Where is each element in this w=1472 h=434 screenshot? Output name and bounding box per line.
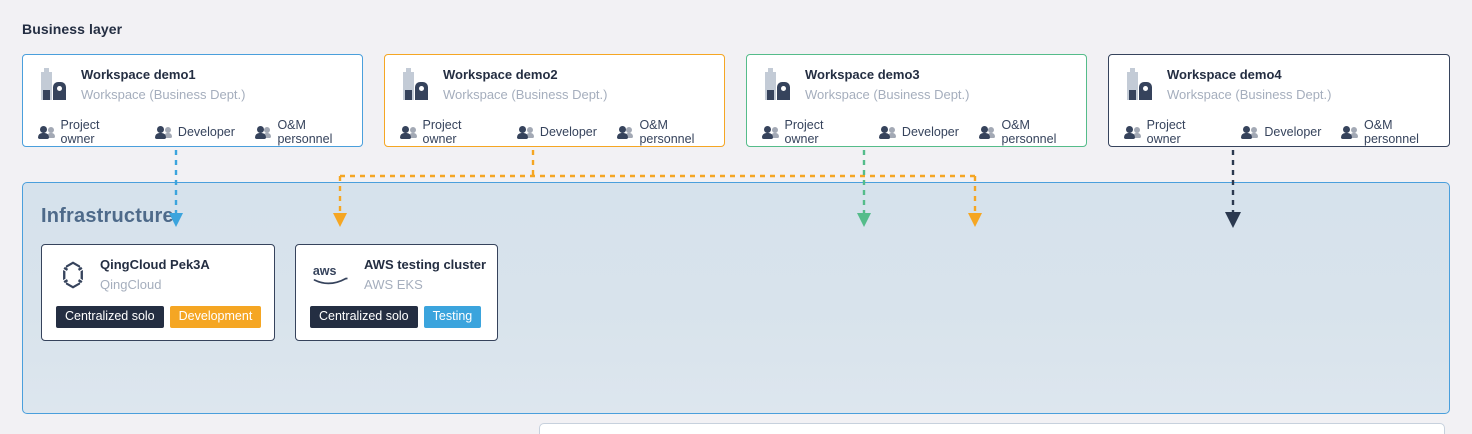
role-label: Developer <box>1264 125 1322 139</box>
people-icon <box>616 125 634 139</box>
workspace-building-icon <box>763 68 791 102</box>
workspace-subtitle: Workspace (Business Dept.) <box>443 87 608 102</box>
role-label: Project owner <box>1146 118 1186 146</box>
cluster-subtitle: QingCloud <box>100 277 162 292</box>
workspace-name: Workspace demo3 <box>805 67 920 82</box>
role-developer: Developer <box>516 125 597 139</box>
tag-development: Development <box>169 306 262 328</box>
role-label: Developer <box>177 125 235 139</box>
role-label: Project owner <box>60 118 100 146</box>
workspace-roles: Project owner Developer O&M personnel <box>38 118 362 146</box>
role-developer: Developer <box>154 125 235 139</box>
workspace-card-demo1[interactable]: Workspace demo1 Workspace (Business Dept… <box>22 54 363 147</box>
workspace-name: Workspace demo1 <box>81 67 196 82</box>
workspace-header: Workspace demo3 Workspace (Business Dept… <box>763 66 970 104</box>
people-icon <box>154 125 172 139</box>
people-icon <box>400 125 417 139</box>
role-project-owner: Project owner <box>1124 118 1221 146</box>
role-om-personnel: O&M personnel <box>254 118 362 146</box>
aws-logo-icon: aws <box>313 264 348 285</box>
role-om-personnel: O&M personnel <box>1341 118 1449 146</box>
workspace-header: Workspace demo4 Workspace (Business Dept… <box>1125 66 1332 104</box>
role-label: Developer <box>901 125 959 139</box>
cluster-card-aws[interactable]: aws AWS testing cluster AWS EKS Centrali… <box>295 244 498 341</box>
workspace-subtitle: Workspace (Business Dept.) <box>81 87 246 102</box>
people-icon <box>878 125 896 139</box>
workspace-header: Workspace demo2 Workspace (Business Dept… <box>401 66 608 104</box>
business-layer-title: Business layer <box>22 21 123 37</box>
role-label: O&M personnel <box>639 118 695 146</box>
tag-testing: Testing <box>423 306 482 328</box>
workspace-building-icon <box>1125 68 1153 102</box>
cluster-header: aws AWS testing cluster AWS EKS <box>312 256 486 294</box>
people-icon <box>978 125 996 139</box>
workspace-building-icon <box>401 68 429 102</box>
role-label: Developer <box>539 125 597 139</box>
people-icon <box>516 125 534 139</box>
workspace-card-demo3[interactable]: Workspace demo3 Workspace (Business Dept… <box>746 54 1087 147</box>
tag-centralized-solo: Centralized solo <box>310 306 418 328</box>
workspace-subtitle: Workspace (Business Dept.) <box>1167 87 1332 102</box>
workspace-roles: Project owner Developer O&M personnel <box>762 118 1086 146</box>
workspace-header: Workspace demo1 Workspace (Business Dept… <box>39 66 246 104</box>
people-icon <box>254 125 272 139</box>
role-label: O&M personnel <box>1364 118 1419 146</box>
role-label: O&M personnel <box>1001 118 1057 146</box>
role-project-owner: Project owner <box>38 118 135 146</box>
cluster-tags: Centralized solo Testing <box>310 306 482 328</box>
people-icon <box>38 125 55 139</box>
cluster-tags: Centralized solo Development <box>56 306 262 328</box>
cluster-name: QingCloud Pek3A <box>100 257 210 272</box>
cluster-header: QingCloud Pek3A QingCloud <box>58 256 210 294</box>
role-om-personnel: O&M personnel <box>616 118 724 146</box>
qingcloud-logo-icon <box>63 261 83 289</box>
infrastructure-title: Infrastructure <box>41 205 174 227</box>
workspace-card-demo2[interactable]: Workspace demo2 Workspace (Business Dept… <box>384 54 725 147</box>
workspace-roles: Project owner Developer O&M personnel <box>1124 118 1449 146</box>
workspace-name: Workspace demo4 <box>1167 67 1282 82</box>
svg-text:aws: aws <box>313 264 337 278</box>
infrastructure-panel: Infrastructure QingCloud <box>22 182 1450 434</box>
role-project-owner: Project owner <box>400 118 497 146</box>
workspace-roles: Project owner Developer O&M personnel <box>400 118 724 146</box>
tag-centralized-solo: Centralized solo <box>56 306 164 328</box>
role-developer: Developer <box>1241 125 1321 139</box>
workspace-row: Workspace demo1 Workspace (Business Dept… <box>22 54 1450 147</box>
workspace-subtitle: Workspace (Business Dept.) <box>805 87 970 102</box>
cluster-name: AWS testing cluster <box>364 257 487 272</box>
role-project-owner: Project owner <box>762 118 859 146</box>
role-developer: Developer <box>878 125 959 139</box>
cluster-card-qingcloud[interactable]: QingCloud Pek3A QingCloud Centralized so… <box>41 244 275 341</box>
people-icon <box>762 125 779 139</box>
federation-clusters-panel: Federation clusters Demo1 K <box>539 423 1445 434</box>
role-label: Project owner <box>784 118 824 146</box>
workspace-building-icon <box>39 68 67 102</box>
people-icon <box>1341 125 1359 139</box>
role-label: O&M personnel <box>277 118 333 146</box>
role-label: Project owner <box>422 118 462 146</box>
workspace-name: Workspace demo2 <box>443 67 558 82</box>
workspace-card-demo4[interactable]: Workspace demo4 Workspace (Business Dept… <box>1108 54 1450 147</box>
people-icon <box>1124 125 1141 139</box>
cluster-subtitle: AWS EKS <box>364 277 423 292</box>
people-icon <box>1241 125 1259 139</box>
role-om-personnel: O&M personnel <box>978 118 1086 146</box>
